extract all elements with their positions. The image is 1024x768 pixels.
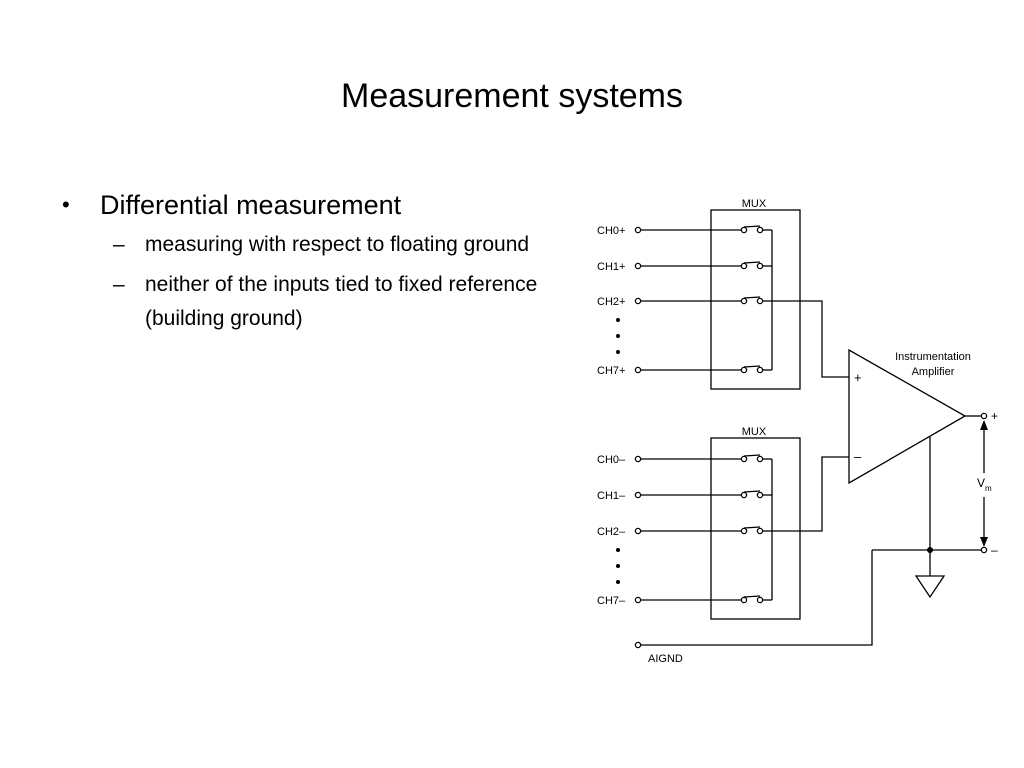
- amplifier-label-line2: Amplifier: [912, 366, 955, 378]
- channel-label: CH0+: [597, 225, 625, 237]
- ground-icon: [914, 575, 946, 599]
- wire-aignd: [641, 550, 873, 646]
- aignd-terminal: [634, 641, 642, 649]
- ellipsis-dots: [616, 318, 620, 354]
- channel-label: CH1–: [597, 490, 626, 502]
- slide-title: Measurement systems: [341, 77, 683, 115]
- sub-bullet-dash: –: [113, 273, 125, 296]
- sub-bullet-item: – measuring with respect to floating gro…: [62, 228, 562, 262]
- aignd-label: AIGND: [648, 653, 683, 665]
- amplifier-label-line1: Instrumentation: [895, 351, 971, 363]
- mux-top-label: MUX: [742, 198, 767, 210]
- output-minus-label: –: [991, 543, 998, 557]
- wire-mux-bottom-to-amp: [772, 456, 849, 532]
- sub-bullet-dash: –: [113, 233, 125, 256]
- mux-bottom-box: [710, 437, 801, 620]
- bullet-list: • Differential measurement – measuring w…: [62, 186, 562, 336]
- output-plus-terminal: [980, 412, 988, 420]
- amp-plus-sign: +: [854, 370, 862, 385]
- sub-bullet-item: – neither of the inputs tied to fixed re…: [62, 268, 562, 336]
- channel-label: CH0–: [597, 454, 626, 466]
- bullet-dot: •: [62, 192, 70, 217]
- mux-top-box: [710, 209, 801, 390]
- vm-arrow: [980, 420, 988, 547]
- amp-minus-sign: –: [854, 449, 862, 464]
- channel-label: CH7+: [597, 365, 625, 377]
- mux-top-switches: [634, 225, 773, 374]
- sub-bullet-text: measuring with respect to floating groun…: [145, 233, 530, 256]
- wire-mux-top-to-amp: [772, 300, 849, 378]
- bullet-text: Differential measurement: [100, 190, 402, 220]
- bullet-item: • Differential measurement: [62, 186, 562, 224]
- channel-label: CH7–: [597, 595, 626, 607]
- channel-label: CH2–: [597, 526, 626, 538]
- sub-bullet-text: neither of the inputs tied to fixed refe…: [145, 273, 538, 330]
- channel-label: CH2+: [597, 296, 625, 308]
- mux-bottom-switches: [634, 454, 773, 604]
- mux-bottom-label: MUX: [742, 426, 767, 438]
- output-plus-label: +: [991, 409, 998, 423]
- instrumentation-amplifier: [848, 348, 967, 485]
- output-minus-terminal: [980, 546, 988, 554]
- vm-label: Vm: [977, 476, 992, 493]
- ellipsis-dots: [616, 548, 620, 584]
- channel-label: CH1+: [597, 261, 625, 273]
